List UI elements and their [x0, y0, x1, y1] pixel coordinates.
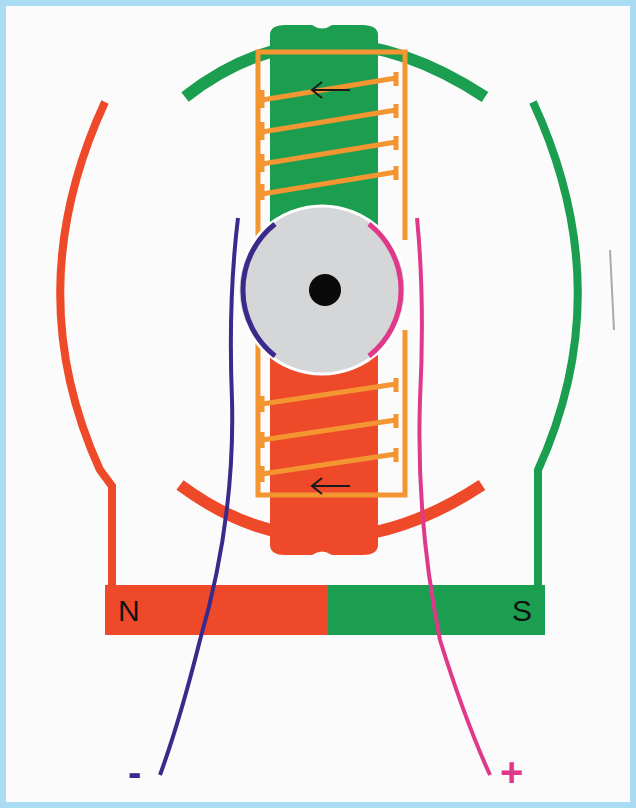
shaft — [309, 274, 341, 306]
positive-terminal-sign: + — [500, 752, 523, 792]
south-pole-piece — [533, 102, 578, 588]
north-pole-piece — [60, 102, 112, 588]
armature-core — [238, 206, 406, 374]
frame — [3, 3, 633, 805]
south-label: S — [478, 588, 538, 634]
pole-shadow — [610, 250, 614, 330]
north-label: N — [112, 588, 172, 634]
armature-bottom-pole — [270, 350, 378, 555]
commutator-segment-right — [369, 224, 401, 356]
positive-brush — [417, 218, 490, 775]
negative-brush — [160, 218, 238, 775]
pole-letter: N — [118, 596, 140, 626]
negative-terminal-sign: - — [128, 752, 141, 792]
commutator-segment-left — [243, 224, 275, 356]
magnet-north-half — [105, 585, 329, 635]
pole-letter: S — [512, 596, 532, 626]
